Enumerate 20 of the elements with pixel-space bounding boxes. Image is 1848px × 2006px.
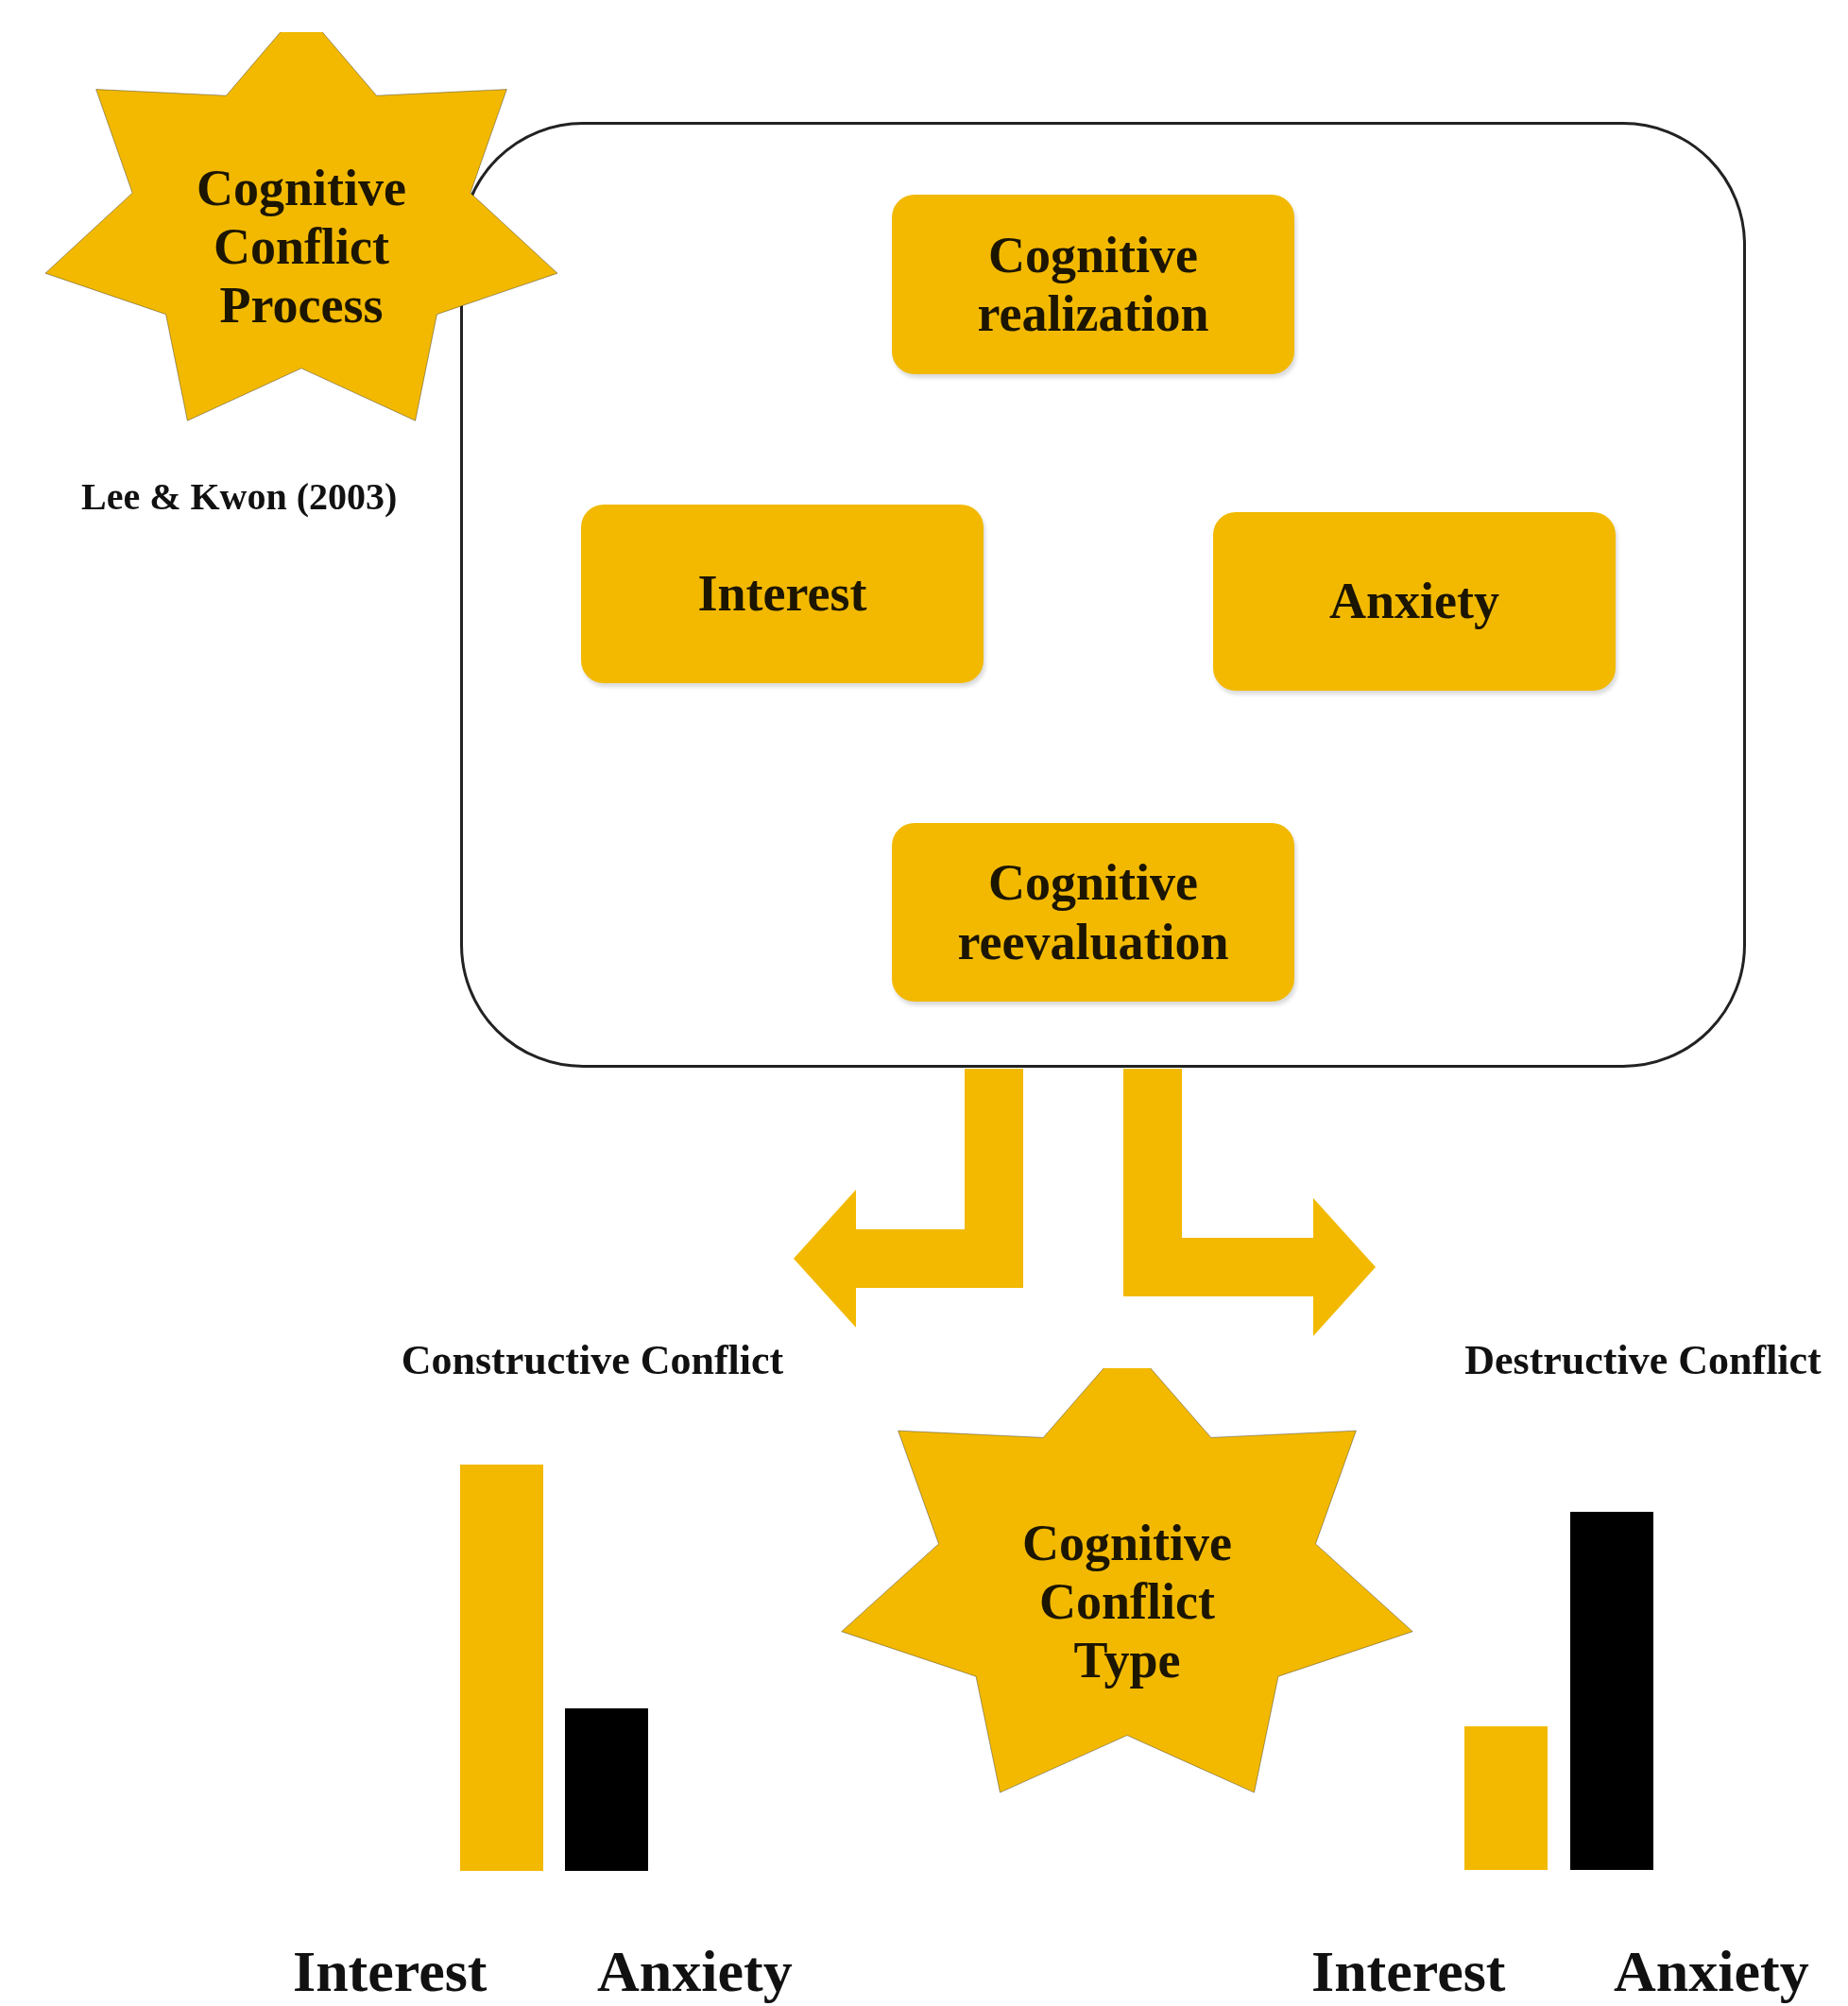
- node-text: Cognitive Conflict Type: [1022, 1513, 1232, 1690]
- bar-label: Interest: [1311, 1938, 1506, 2005]
- node-text: Cognitive realization: [976, 225, 1210, 344]
- node-text: Interest: [697, 564, 867, 624]
- node-text: Anxiety: [1329, 572, 1499, 631]
- conflict-label: Destructive Conflict: [1440, 1332, 1846, 1389]
- citation-text: Lee & Kwon (2003): [81, 474, 398, 520]
- process-box: [1213, 512, 1616, 691]
- process-box: [892, 823, 1294, 1002]
- process-box: [581, 505, 984, 683]
- bar-label: Interest: [293, 1938, 488, 2005]
- node-text: Cognitive reevaluation: [956, 853, 1230, 971]
- rounded-frame: [460, 122, 1746, 1068]
- bar-label: Anxiety: [1614, 1938, 1809, 2005]
- bar-label: Anxiety: [597, 1938, 793, 2005]
- node-text: Cognitive Conflict Process: [196, 158, 407, 335]
- block-arrow: [794, 1069, 1023, 1328]
- conflict-label: Constructive Conflict: [389, 1332, 796, 1389]
- process-box: [892, 195, 1294, 374]
- block-arrow: [1123, 1069, 1376, 1336]
